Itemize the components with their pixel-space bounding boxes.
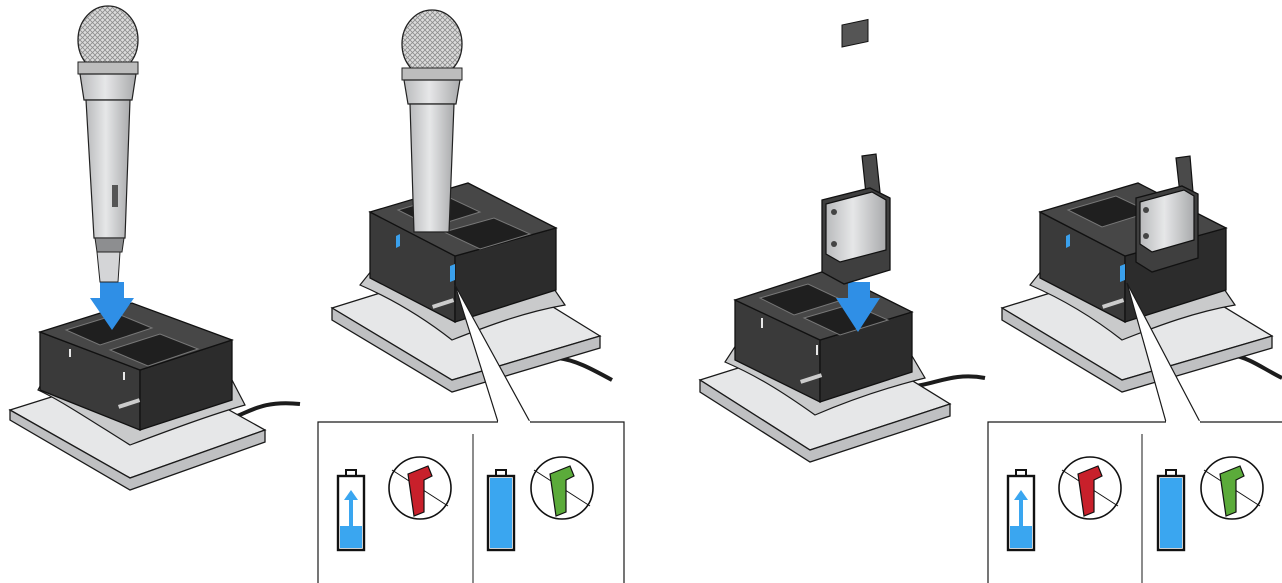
bodypack-transmitter — [1136, 156, 1198, 272]
panel-3-bodypack-insert — [700, 20, 985, 462]
panel-4-bodypack-charging — [988, 156, 1282, 583]
panel-2-mic-charging — [318, 10, 624, 583]
red-led-icon — [389, 457, 451, 519]
handheld-microphone — [78, 6, 138, 282]
charging-status-legend — [988, 422, 1282, 583]
battery-charging-icon — [338, 470, 364, 550]
battery-charging-icon — [1008, 470, 1034, 550]
charging-status-legend — [318, 422, 624, 583]
green-led-icon — [1201, 457, 1263, 519]
panel-1-mic-insert — [10, 6, 300, 490]
green-led-icon — [531, 457, 593, 519]
power-cable — [1232, 355, 1282, 378]
blue-status-led — [396, 234, 400, 248]
blue-status-led — [450, 264, 455, 282]
battery-full-icon — [1158, 470, 1184, 550]
blue-status-led — [1120, 264, 1125, 282]
red-led-icon — [1059, 457, 1121, 519]
power-cable — [558, 358, 612, 380]
blue-status-led — [1066, 234, 1070, 248]
battery-full-icon — [488, 470, 514, 550]
bodypack-transmitter — [822, 20, 890, 284]
